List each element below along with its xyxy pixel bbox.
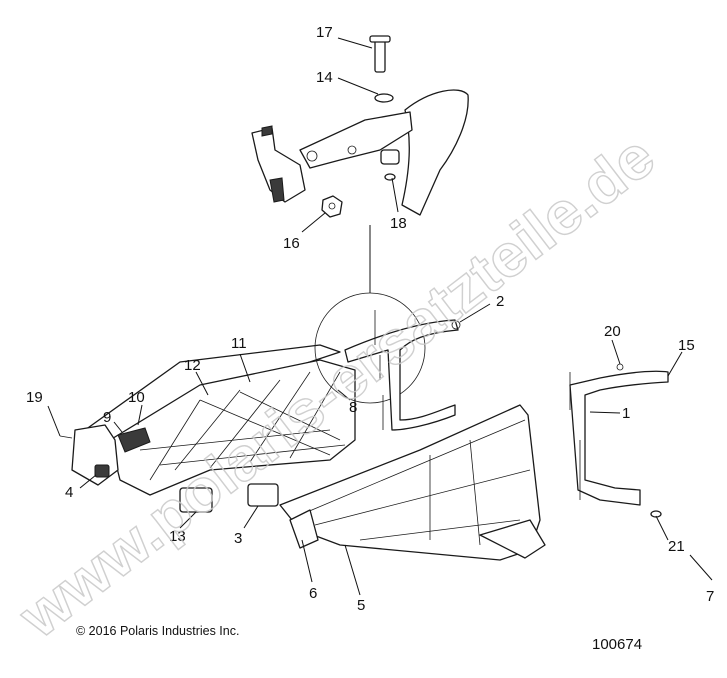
callout-11: 11 [231, 335, 247, 352]
callout-20: 20 [604, 323, 621, 340]
callout-14: 14 [316, 69, 333, 86]
callout-labels: 17 14 16 18 2 11 12 19 10 9 8 4 13 3 6 5… [26, 24, 714, 614]
upper-mount-detail [251, 35, 469, 218]
callout-21: 21 [668, 538, 685, 555]
tube-assemblies [314, 225, 669, 518]
callout-9: 9 [103, 409, 111, 426]
copyright-notice: © 2016 Polaris Industries Inc. [76, 624, 240, 638]
callout-12: 12 [184, 357, 201, 374]
callout-15: 15 [678, 337, 695, 354]
leader-lines [47, 37, 713, 596]
frame-assembly [59, 344, 356, 513]
callout-6: 6 [309, 585, 317, 602]
callout-8: 8 [349, 399, 357, 416]
callout-16: 16 [283, 235, 300, 252]
callout-19: 19 [26, 389, 43, 406]
callout-3: 3 [234, 530, 242, 547]
callout-18: 18 [390, 215, 407, 232]
callout-2: 2 [496, 293, 504, 310]
callout-7-label: 7 [706, 588, 714, 605]
callout-10: 10 [128, 389, 145, 406]
callout-17: 17 [316, 24, 333, 41]
callout-5: 5 [357, 597, 365, 614]
callout-13: 13 [169, 528, 186, 545]
callout-1: 1 [622, 405, 630, 422]
diagram-number: 100674 [592, 636, 643, 653]
side-panel [279, 404, 546, 561]
callout-4: 4 [65, 484, 73, 501]
